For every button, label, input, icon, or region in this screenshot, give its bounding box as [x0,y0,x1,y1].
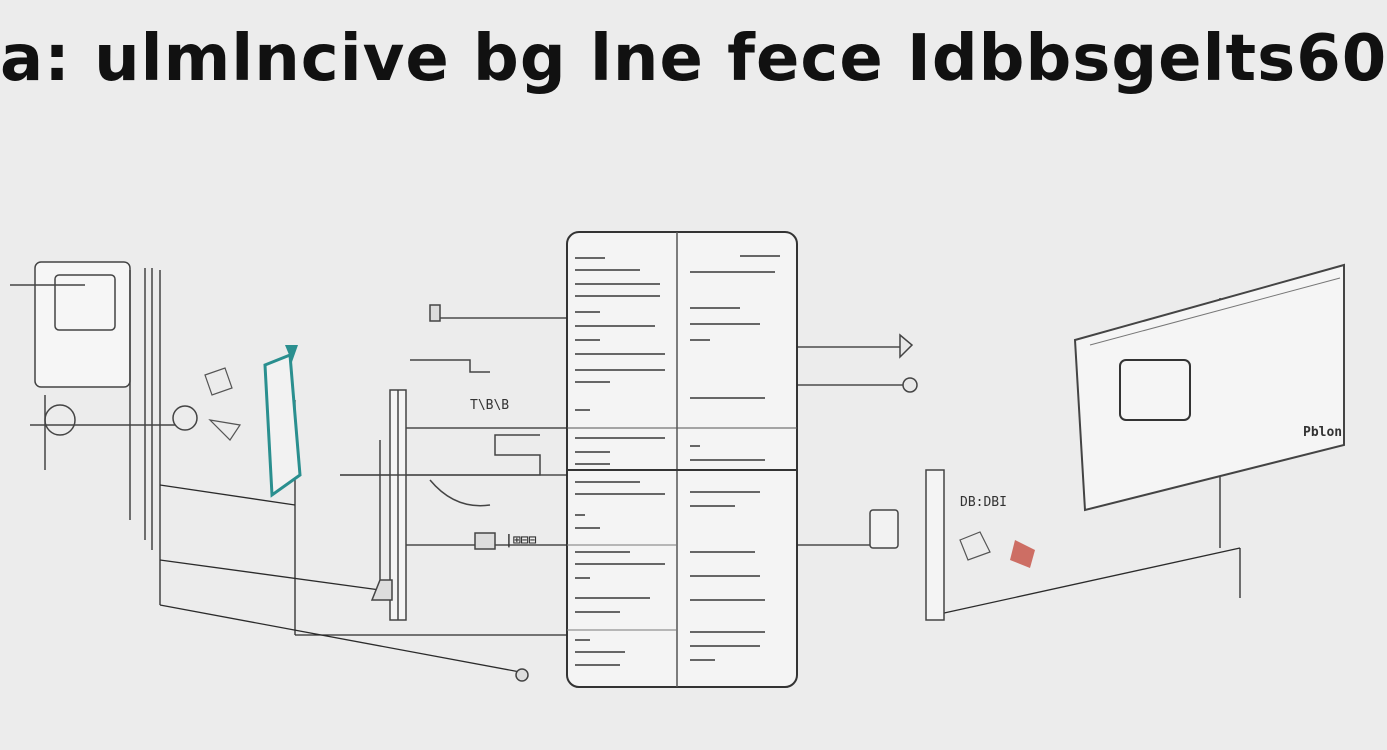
decorative-figures [204,367,991,561]
mid-label: |⊞⊟⊟ [505,533,537,548]
right-small-icons [869,333,945,621]
right-tag: Pblon [1303,425,1343,440]
right-mid-label: DB:DBI [960,495,1007,510]
teal-device-icon [263,345,302,498]
diagram-canvas: a: ulmlncive bg lne fece Idbbsgelts60 [0,22,1387,688]
left-label: T\B\B [470,398,510,413]
diagram-svg [10,231,1345,688]
right-monitor-drawing [1010,263,1345,568]
mid-left-tools [340,304,541,682]
left-machine-drawing [10,261,198,550]
center-panel [566,231,798,688]
page-title: a: ulmlncive bg lne fece Idbbsgelts60 [0,22,1387,96]
